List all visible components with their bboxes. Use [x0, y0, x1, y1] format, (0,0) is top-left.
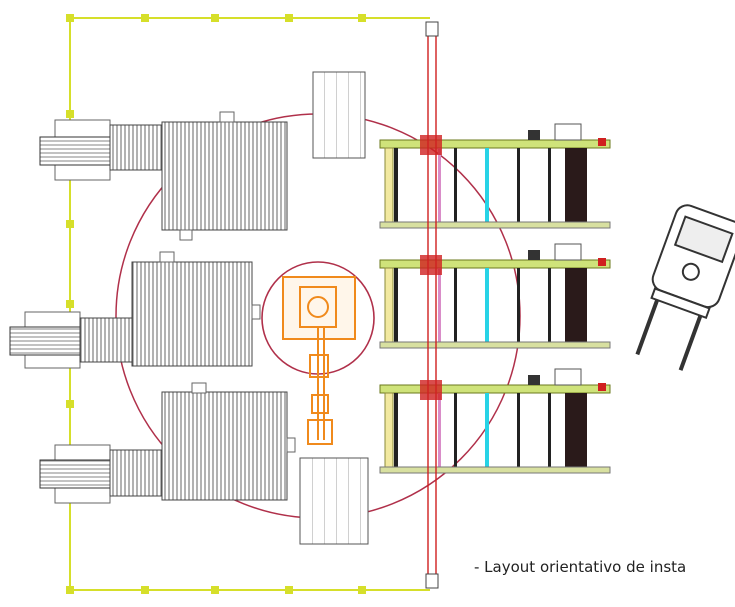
- pallet-rack-top: [312, 71, 366, 159]
- infeed-station-middle: [9, 251, 261, 369]
- infeed-station-top: [39, 111, 288, 241]
- safety-fence: [66, 14, 430, 594]
- transfer-beam: [420, 21, 442, 589]
- industrial-robot-arm-icon: [282, 276, 356, 445]
- layout-caption: - Layout orientativo de insta: [474, 558, 687, 576]
- infeed-station-bottom: [39, 382, 296, 504]
- output-line-2: [379, 243, 611, 349]
- output-line-1: [379, 123, 611, 229]
- output-line-3: [379, 368, 611, 474]
- pallet-rack-bottom: [299, 457, 369, 545]
- forklift-icon: [635, 204, 735, 371]
